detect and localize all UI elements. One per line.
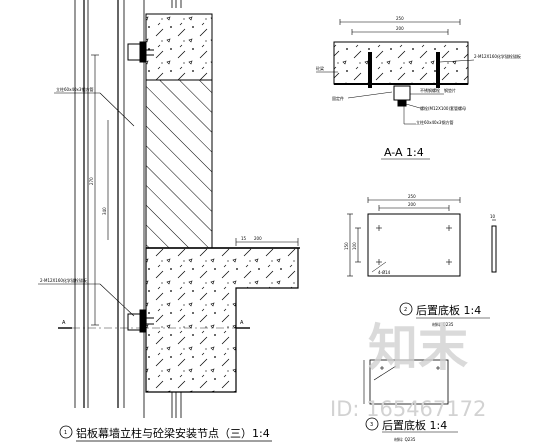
section-mark-left: A <box>58 320 72 329</box>
section-aa-label-right: 2-M12X160化学锚栓锚板 <box>474 53 521 59</box>
detail-plate-material: 材料: Q235 <box>432 321 454 327</box>
label-column: 立柱60x40x3钢方管 <box>56 86 93 92</box>
detail-plate-2-material: 材料: Q235 <box>394 436 416 442</box>
detail-plate-title-text: 后置底板 1:4 <box>416 303 481 317</box>
svg-text:2: 2 <box>404 307 407 313</box>
detail-plate-2-title: 3 后置底板 1:4 材料: Q235 <box>365 417 458 442</box>
label-bolt-lower: 2-M12X160化学锚栓锚板 <box>40 277 87 283</box>
anchor-left <box>368 52 372 88</box>
main-detail-index: 1 <box>64 430 67 436</box>
concrete-beam-lower <box>145 247 299 393</box>
plate-dim-height: 150 <box>344 242 349 250</box>
plate-dim-h-inner: 100 <box>352 242 357 250</box>
concrete-beam-upper <box>145 13 213 81</box>
plate-dim-thick: 10 <box>490 214 496 219</box>
section-aa-label-column: 立柱60x40x3钢方管 <box>416 119 453 125</box>
dimension-vertical <box>91 54 109 326</box>
watermark-logo: 知末 <box>368 319 468 377</box>
anchor-right <box>436 52 440 88</box>
svg-text:A: A <box>240 320 244 326</box>
dim-small: 15 <box>241 236 247 241</box>
section-aa-dim-inner: 200 <box>396 26 404 31</box>
main-detail-title-text: 铝板幕墙立柱与砼梁安装节点（三）1:4 <box>76 426 270 440</box>
leader-bolt-lower: 2-M12X160化学锚栓锚板 <box>38 277 135 317</box>
section-aa-label-left: 砼梁 <box>316 65 324 71</box>
anchor-bracket-lower <box>127 309 154 333</box>
plate-dim-hole: 4-Ø14 <box>378 270 391 275</box>
detail-plate-2-title-text: 后置底板 1:4 <box>382 418 447 432</box>
detail-plate-2: 3 后置底板 1:4 材料: Q235 <box>363 359 458 442</box>
section-aa-dimensions <box>339 19 461 35</box>
section-aa-label-fixing: 固定件 <box>332 95 344 101</box>
wall-hatch <box>145 79 213 249</box>
section-mark-right: A <box>236 320 250 329</box>
section-aa-label-steel: 螺栓(M12X100)套管螺母 <box>420 105 466 111</box>
section-aa-beam <box>333 41 469 85</box>
svg-text:3: 3 <box>370 422 373 428</box>
dim-ledge: 200 <box>254 236 262 241</box>
anchor-bracket-upper <box>127 41 154 63</box>
dimension-ledge <box>235 238 299 246</box>
dim-upper-2: 340 <box>102 207 107 215</box>
section-aa: 250 200 砼梁 2-M12X160化学锚栓锚板 固定件 不锈钢螺栓 钢垫片… <box>316 16 521 160</box>
watermark-id: ID: 165467172 <box>330 397 486 421</box>
plate-dim-width: 250 <box>408 194 416 199</box>
leader-column: 立柱60x40x3钢方管 <box>54 86 135 127</box>
plate-dim-inner: 200 <box>408 202 416 207</box>
watermark: 知末 ID: 165467172 <box>330 319 486 421</box>
detail-plate-title: 2 后置底板 1:4 材料: Q235 <box>399 302 490 327</box>
main-detail-title: 1 铝板幕墙立柱与砼梁安装节点（三）1:4 <box>59 425 272 442</box>
plate-holes <box>376 225 452 265</box>
plate-dimensions <box>347 197 461 277</box>
section-aa-title: A-A 1:4 <box>384 146 424 159</box>
plate-side-view <box>491 225 497 273</box>
column-tubes <box>74 0 182 418</box>
section-aa-label-bolt: 不锈钢螺栓 <box>420 87 440 93</box>
plate-outline <box>367 213 461 277</box>
dim-upper-1: 270 <box>89 177 94 185</box>
detail-plate: 250 200 150 100 4-Ø14 10 2 后置底板 1:4 材料: … <box>344 194 497 327</box>
svg-text:A: A <box>62 320 66 326</box>
section-aa-label-nut: 钢垫片 <box>444 87 456 93</box>
section-aa-dim-total: 250 <box>396 16 404 21</box>
main-detail: 立柱60x40x3钢方管 2-M12X160化学锚栓锚板 270 340 200… <box>38 0 300 442</box>
section-aa-bracket <box>393 85 411 107</box>
